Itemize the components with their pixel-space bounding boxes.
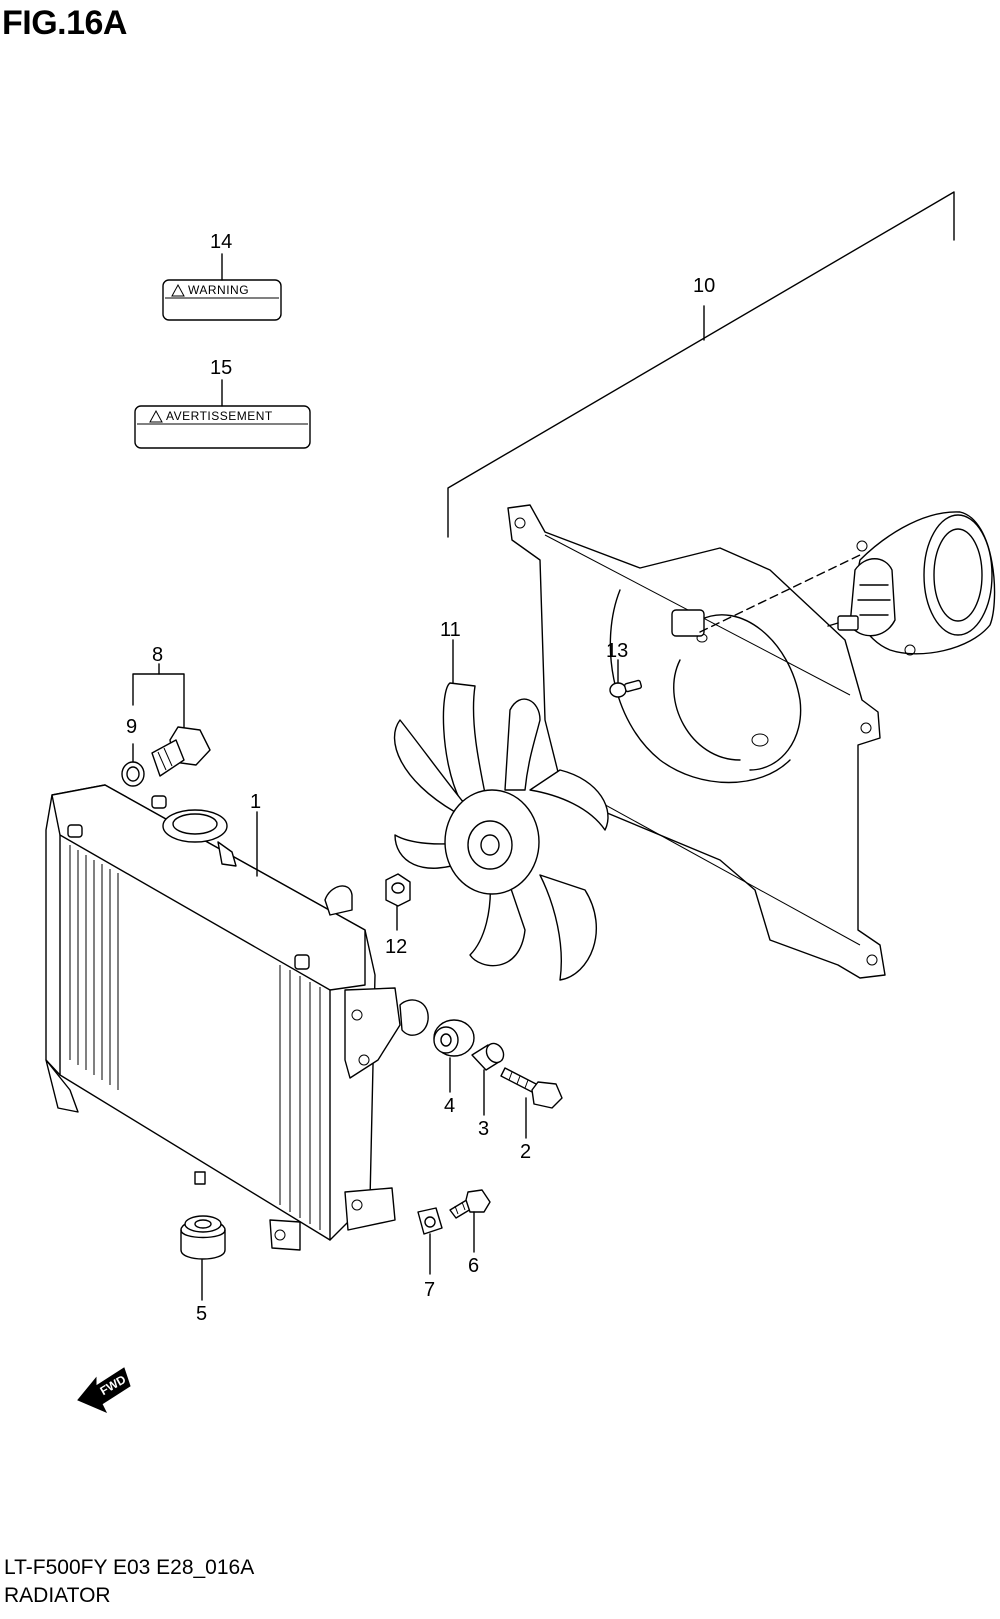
warning-label-text: WARNING: [188, 283, 249, 297]
callout-6: 6: [468, 1255, 479, 1277]
fan-motor[interactable]: [827, 511, 996, 656]
avertissement-label[interactable]: AVERTISSEMENT: [134, 405, 311, 449]
clip-nut[interactable]: [417, 1207, 443, 1235]
diagram-code: LT-F500FY E03 E28_016A: [4, 1556, 255, 1579]
fan-nut[interactable]: [385, 873, 411, 907]
mount-grommet[interactable]: [433, 1019, 475, 1057]
o-ring[interactable]: [121, 761, 145, 787]
callout-5: 5: [196, 1303, 207, 1325]
lower-bolt[interactable]: [449, 1189, 491, 1219]
mount-bolt[interactable]: [500, 1067, 563, 1109]
diagram-name: RADIATOR: [4, 1584, 111, 1607]
shroud-screw[interactable]: [609, 679, 643, 698]
callout-1: 1: [250, 791, 261, 813]
callout-13: 13: [606, 640, 628, 662]
figure-title: FIG.16A: [2, 4, 127, 42]
callout-4: 4: [444, 1095, 455, 1117]
callout-2: 2: [520, 1141, 531, 1163]
thermo-switch[interactable]: [151, 726, 211, 777]
callout-3: 3: [478, 1118, 489, 1140]
callout-11: 11: [440, 619, 461, 641]
radiator-assembly[interactable]: [45, 784, 429, 1251]
caution-triangle-icon: [149, 409, 163, 423]
cooling-fan-blade[interactable]: [393, 682, 609, 981]
callout-10: 10: [693, 275, 715, 297]
callout-15: 15: [210, 357, 232, 379]
callout-14: 14: [210, 231, 232, 253]
callout-8: 8: [152, 644, 163, 666]
callout-12: 12: [385, 936, 407, 958]
forward-arrow-icon: FWD: [77, 1367, 131, 1413]
mount-collar[interactable]: [471, 1040, 507, 1071]
warning-triangle-icon: [171, 283, 185, 297]
lower-cushion[interactable]: [180, 1215, 226, 1260]
callout-7: 7: [424, 1279, 435, 1301]
warning-label[interactable]: WARNING: [162, 279, 282, 321]
avertissement-label-text: AVERTISSEMENT: [166, 409, 273, 423]
radiator-core: [69, 845, 321, 1230]
callout-9: 9: [126, 716, 137, 738]
